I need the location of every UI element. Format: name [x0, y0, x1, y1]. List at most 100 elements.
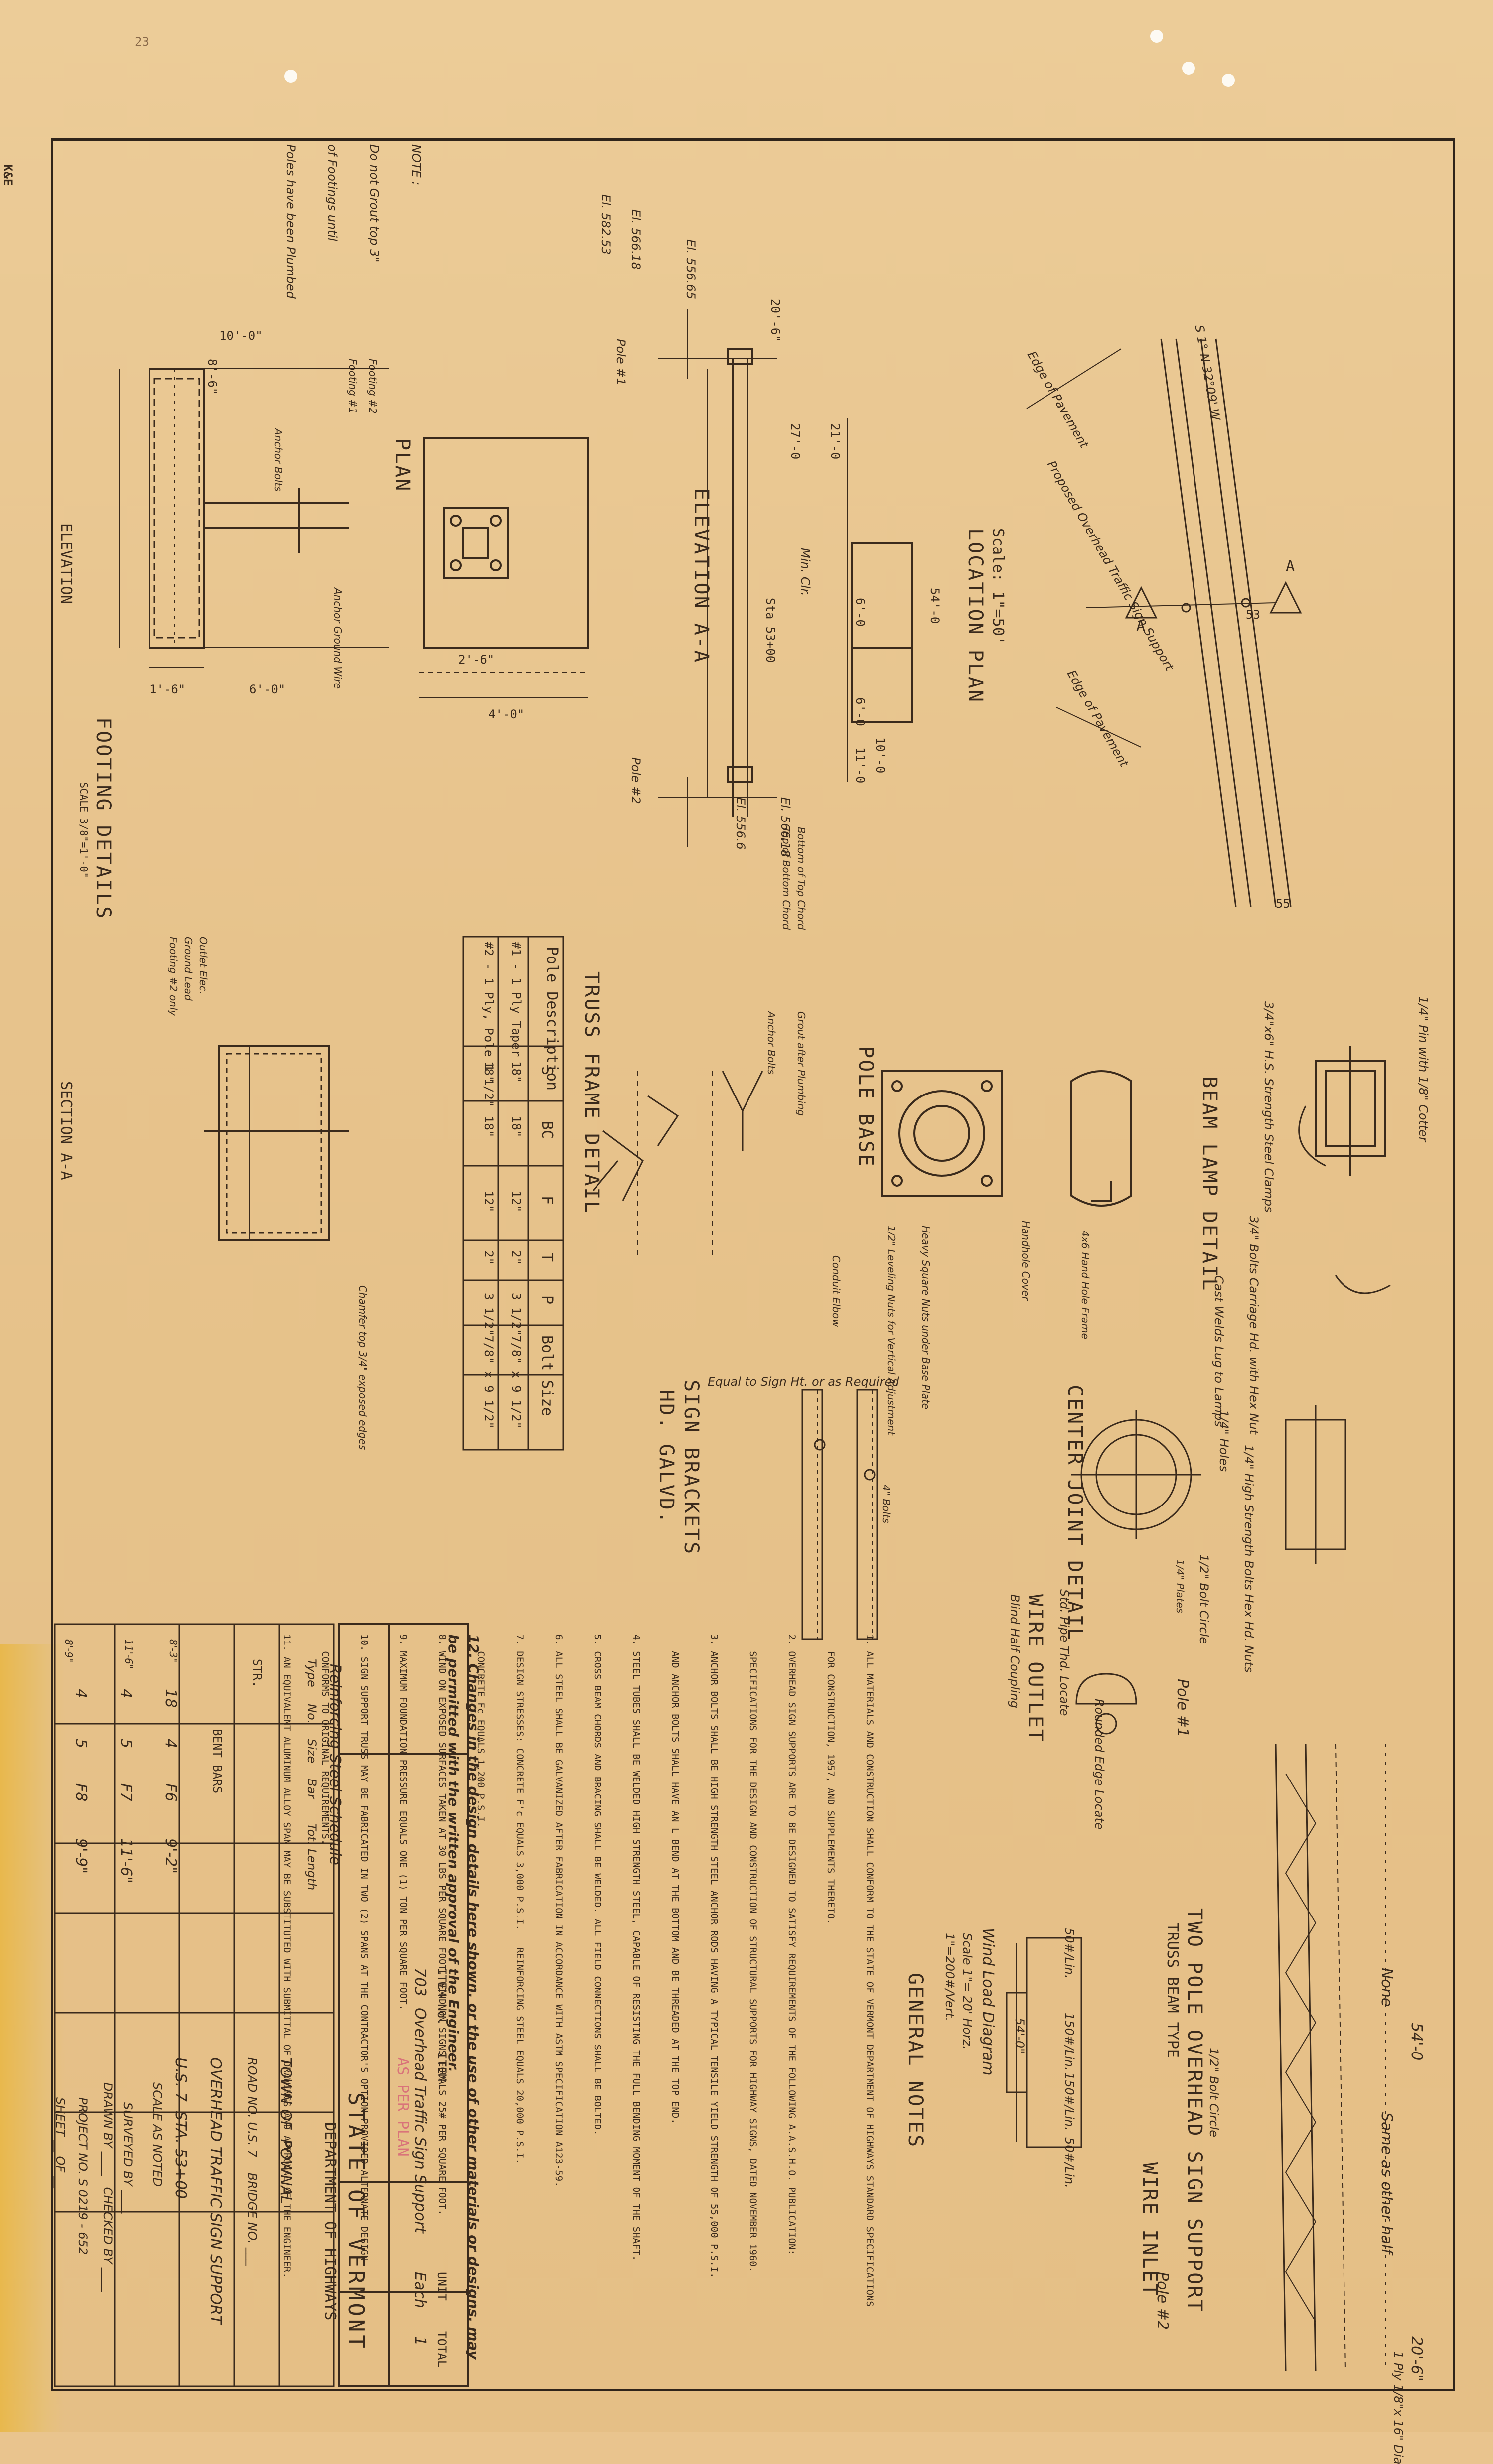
sign-brackets-callout: 4" Bolts — [880, 1485, 892, 1524]
rebar-dim: 8'-9" — [63, 1639, 75, 1663]
item-cell: Each — [411, 2272, 429, 2308]
pole-base-callout: Conduit Elbow — [830, 1255, 842, 1327]
footing-dim: 8'-6" — [205, 359, 219, 395]
sheet-edge-stain — [0, 1644, 65, 2432]
general-note-12: 12. Changes in the design details here s… — [446, 1634, 482, 2360]
two-pole-callout: None — [1378, 1968, 1395, 2007]
truss-col-header: T — [538, 1253, 556, 1262]
general-notes-title: GENERAL NOTES — [904, 1973, 927, 2149]
center-joint-callout: 1/4" Plates — [1174, 1559, 1186, 1614]
footing-callout: Chamfer top 3/4" exposed edges — [357, 1285, 369, 1450]
sign-brackets-callout: Equal to Sign Ht. or as Required — [708, 1375, 899, 1389]
rebar-cell: 11'-6" — [117, 1838, 135, 1884]
two-pole-title: TWO POLE OVERHEAD SIGN SUPPORT — [1183, 1908, 1206, 2313]
center-joint-detail — [1071, 1405, 1346, 1564]
item-col-header: UNIT — [435, 2272, 448, 2301]
beam-lamp-callout: Cast Welds Lug to Lamps — [1212, 1275, 1226, 1427]
truss-frame-fragments — [592, 1071, 763, 1255]
rebar-col-header: Bar — [305, 1779, 319, 1799]
location-plan-title: LOCATION PLAN — [964, 528, 987, 704]
title-subject: OVERHEAD TRAFFIC SIGN SUPPORT — [207, 2057, 224, 2325]
elevation-aa — [658, 309, 777, 847]
rebar-cell: 5 — [72, 1739, 90, 1749]
section-aa-label: SECTION A-A — [57, 1081, 75, 1180]
rebar-cell: 4 — [72, 1689, 90, 1699]
general-note-line: 3. ANCHOR BOLTS SHALL BE HIGH STRENGTH S… — [709, 1634, 720, 2278]
pole-base-callout: 1/2" Leveling Nuts for Vertical Adjustme… — [885, 1226, 897, 1436]
center-joint-callout: 1/4" High Strength Bolts Hex Hd. Nuts — [1242, 1445, 1256, 1673]
punch-hole — [1182, 62, 1195, 75]
general-note-line: AND ANCHOR BOLTS SHALL HAVE AN L BEND AT… — [670, 1634, 681, 2124]
punch-hole — [284, 70, 297, 83]
rebar-dim: 11'-6" — [123, 1639, 135, 1669]
title-block-grid — [338, 1623, 469, 2387]
general-note-line: 4. STEEL TUBES SHALL BE WELDED HIGH STRE… — [631, 1634, 642, 2261]
footing-callout: Anchor Ground Wire — [332, 588, 344, 689]
rebar-cell: F8 — [72, 1783, 90, 1802]
footing-note-line: Poles have been Plumbed — [284, 144, 298, 299]
pole-base-callout: Anchor Bolts — [765, 1011, 777, 1075]
sign-panel-1 — [851, 542, 913, 649]
footing-dim: 6'-0" — [249, 683, 286, 696]
location-label: El. 566.18 — [629, 209, 643, 270]
punch-hole — [1222, 74, 1235, 87]
wind-load-scale: 1"=200#/Vert. — [943, 1933, 957, 2022]
sign-brackets-title: SIGN BRACKETS — [680, 1380, 703, 1556]
road-label: 53 — [1246, 608, 1260, 622]
two-pole-truss — [1275, 1743, 1386, 2372]
rebar-col-header: Tot. Length — [305, 1823, 319, 1891]
location-plan-scale: Scale: 1"=50' — [989, 528, 1007, 645]
location-dim: 6'-0 — [853, 697, 867, 726]
rebar-cell: F7 — [117, 1783, 135, 1802]
location-dim: 27'-0 — [788, 423, 802, 460]
truss-cell: 7/8" x 9 1/2" — [482, 1335, 496, 1429]
general-note-line: 7. DESIGN STRESSES: CONCRETE F'c EQUALS … — [514, 1634, 525, 2164]
title-road: ROAD NO. U.S. 7 BRIDGE NO. ___ — [245, 2057, 259, 2266]
beam-lamp-callout: 1/4" Pin with 1/8" Cotter — [1416, 996, 1430, 1142]
item-cell: Overhead Traffic Sign Support — [411, 2008, 429, 2233]
truss-cell: 3 1/2" — [509, 1293, 523, 1336]
wind-load-scale: Scale 1"= 20' Horz. — [960, 1933, 974, 2050]
wind-load-value: 150#/Lin. — [1062, 2013, 1076, 2071]
wire-outlet-detail — [1075, 1673, 1137, 1735]
two-pole-callout: 20'-6" — [1408, 2336, 1425, 2382]
footing-callout: Footing #2 only — [167, 937, 179, 1016]
general-note-line: 6. ALL STEEL SHALL BE GALVANIZED AFTER F… — [553, 1634, 564, 2187]
title-dept: DEPARTMENT OF HIGHWAYS — [321, 2122, 339, 2321]
location-label: Sta 53+00 — [763, 598, 777, 663]
title-surveyed: SURVEYED BY ____ — [121, 2102, 135, 2214]
rebar-dim: 8'-3" — [167, 1639, 179, 1663]
location-label: Pole #1 — [614, 339, 628, 386]
pole-base-title: POLE BASE — [854, 1046, 877, 1168]
location-label: El. 556.6 — [734, 797, 747, 850]
location-label: El. 582.53 — [599, 194, 613, 255]
footing-dim: 2'-6" — [458, 653, 495, 667]
footing-note-line: of Footings until — [325, 144, 339, 241]
title-project: PROJECT NO. S 0219 - 652 — [76, 2097, 90, 2255]
footing-note: NOTE : Do not Grout top 3" of Footings u… — [270, 144, 451, 299]
item-cell: 1 — [411, 2336, 429, 2346]
section-aa — [204, 1045, 349, 1241]
wire-outlet-callout: Std. Pipe Thd. Locate — [1057, 1589, 1071, 1716]
road-label: 55 — [1276, 897, 1290, 911]
title-scale: SCALE AS NOTED — [150, 2082, 164, 2187]
location-dim: 11'-0 — [853, 747, 867, 784]
footing-dim: 1'-6" — [149, 683, 186, 696]
general-note-line: 5. CROSS BEAM CHORDS AND BRACING SHALL B… — [592, 1634, 603, 2136]
wire-outlet-callout: Blind Half Coupling — [1008, 1594, 1022, 1709]
location-label: El. 556.65 — [684, 239, 698, 300]
truss-col-header: S — [538, 1066, 556, 1076]
rebar-schedule-grid — [54, 1623, 335, 2387]
truss-cell: 2" — [482, 1250, 496, 1265]
center-joint-callout: 1/2" Bolt Circle — [1197, 1554, 1211, 1644]
wind-load-value: 54'-0" — [1013, 2018, 1027, 2054]
footing-plan-label: PLAN — [391, 438, 414, 493]
beam-lamp-callout: 3/4"x6" H.S. Strength Steel Clamps — [1262, 1001, 1276, 1213]
sign-panel-2 — [851, 647, 913, 723]
two-pole-callout: 1/2" Bolt Circle — [1207, 2048, 1221, 2138]
title-sheet: SHEET __ OF __ — [53, 2097, 67, 2188]
truss-cell: 12" — [509, 1191, 523, 1213]
truss-col-header: P — [538, 1295, 556, 1305]
title-state: STATE OF VERMONT — [343, 2092, 369, 2351]
rebar-cell: 9'-9" — [72, 1838, 90, 1874]
